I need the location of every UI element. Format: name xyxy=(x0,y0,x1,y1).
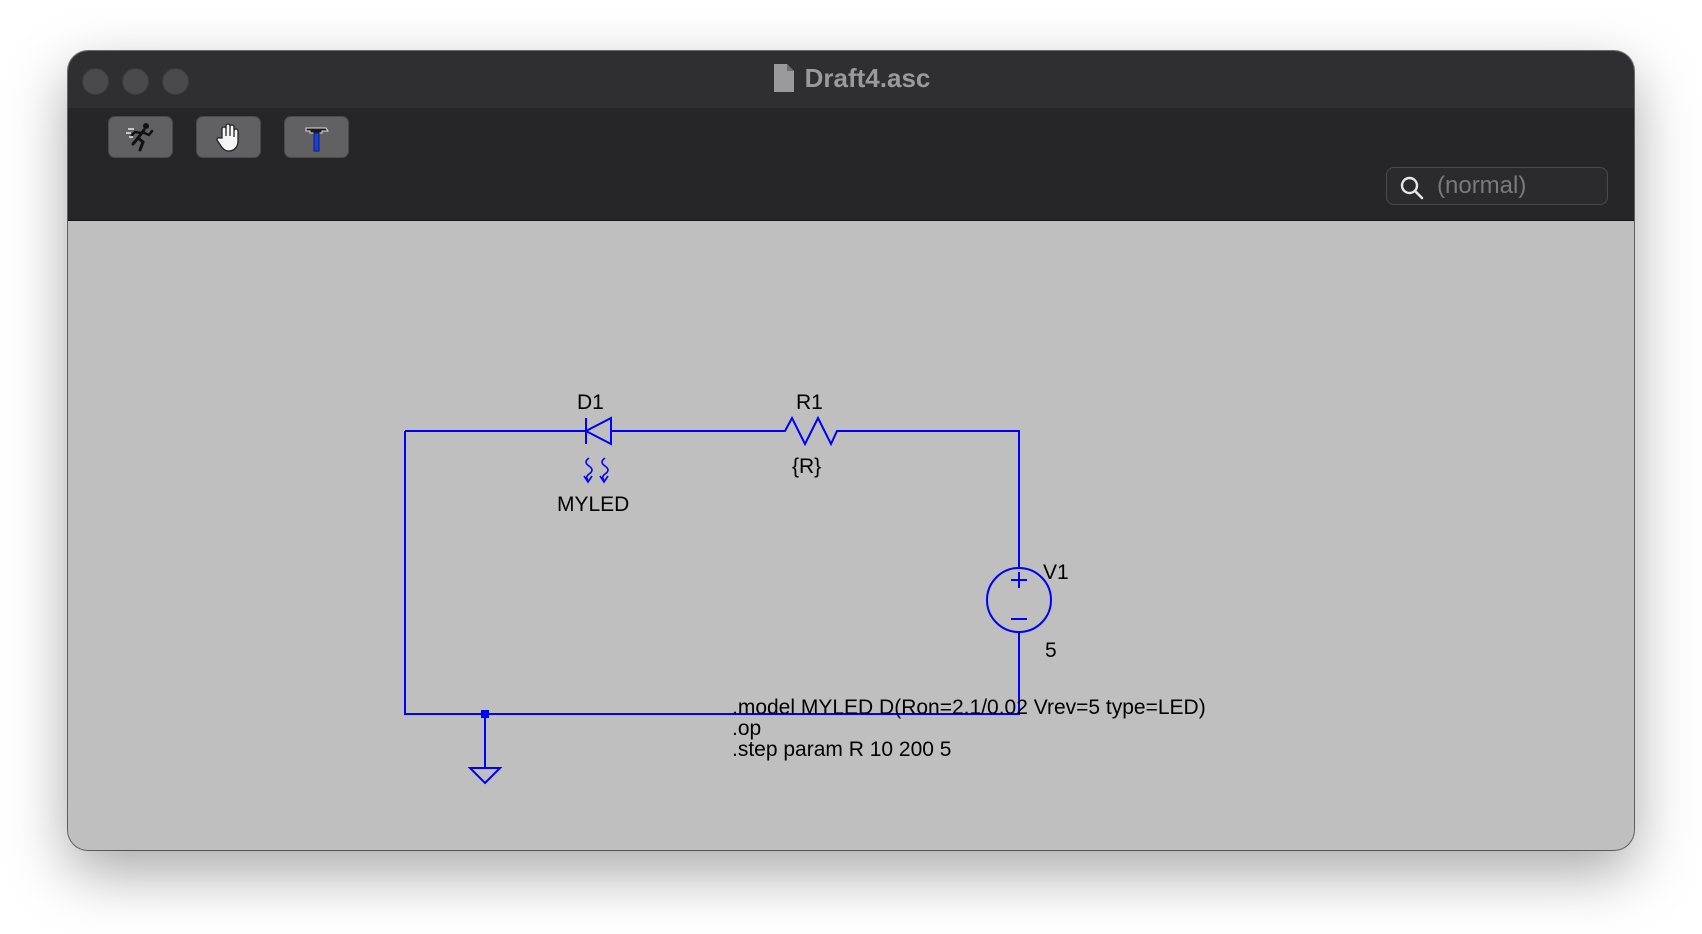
r1-value-label[interactable]: {R} xyxy=(792,455,822,478)
wire-junction xyxy=(481,710,489,718)
minimize-window-button[interactable] xyxy=(122,68,149,95)
resistor-r1[interactable] xyxy=(779,415,843,447)
led-emission-arrows-icon xyxy=(583,457,609,484)
run-icon xyxy=(125,123,153,152)
diode-d1[interactable] xyxy=(583,416,612,446)
schematic-canvas[interactable]: D1 MYLED R1 {R} V1 5 .model MYLED D(Ron=… xyxy=(68,164,1634,850)
d1-model-label[interactable]: MYLED xyxy=(557,493,630,516)
run-simulation-button[interactable] xyxy=(108,116,173,158)
hand-icon xyxy=(215,123,239,152)
circuit xyxy=(404,415,1052,785)
r1-name-label[interactable]: R1 xyxy=(796,391,823,414)
d1-name-label[interactable]: D1 xyxy=(577,391,604,414)
search-icon xyxy=(1400,176,1424,200)
v1-name-label[interactable]: V1 xyxy=(1043,561,1069,584)
window-title: Draft4.asc xyxy=(804,62,931,93)
wire-resistor-right[interactable] xyxy=(843,430,1020,567)
schematic-drawing[interactable] xyxy=(68,164,1634,850)
hammer-icon xyxy=(305,127,329,152)
zoom-window-button[interactable] xyxy=(162,68,189,95)
hammer-tool-button[interactable] xyxy=(284,116,349,158)
directive-line: .step param R 10 200 5 xyxy=(732,738,952,761)
voltage-source-v1[interactable] xyxy=(986,567,1052,633)
pan-hand-button[interactable] xyxy=(196,116,261,158)
close-window-button[interactable] xyxy=(82,68,109,95)
search-input[interactable] xyxy=(1437,171,1597,201)
document-icon xyxy=(773,64,794,92)
title-bar[interactable]: Draft4.asc xyxy=(68,51,1634,109)
app-window: Draft4.asc xyxy=(68,51,1634,850)
toolbar xyxy=(68,108,1634,221)
v1-value-label[interactable]: 5 xyxy=(1045,639,1057,662)
ground-symbol[interactable] xyxy=(467,767,503,785)
window-title-area: Draft4.asc xyxy=(68,61,1634,95)
directive-line: .model MYLED D(Ron=2.1/0.02 Vrev=5 type=… xyxy=(732,696,1206,719)
spice-directives[interactable]: .model MYLED D(Ron=2.1/0.02 Vrev=5 type=… xyxy=(732,697,1206,760)
wire-right-bottom[interactable] xyxy=(404,431,1020,715)
directive-line: .op xyxy=(732,717,762,740)
search-box[interactable] xyxy=(1386,167,1608,205)
